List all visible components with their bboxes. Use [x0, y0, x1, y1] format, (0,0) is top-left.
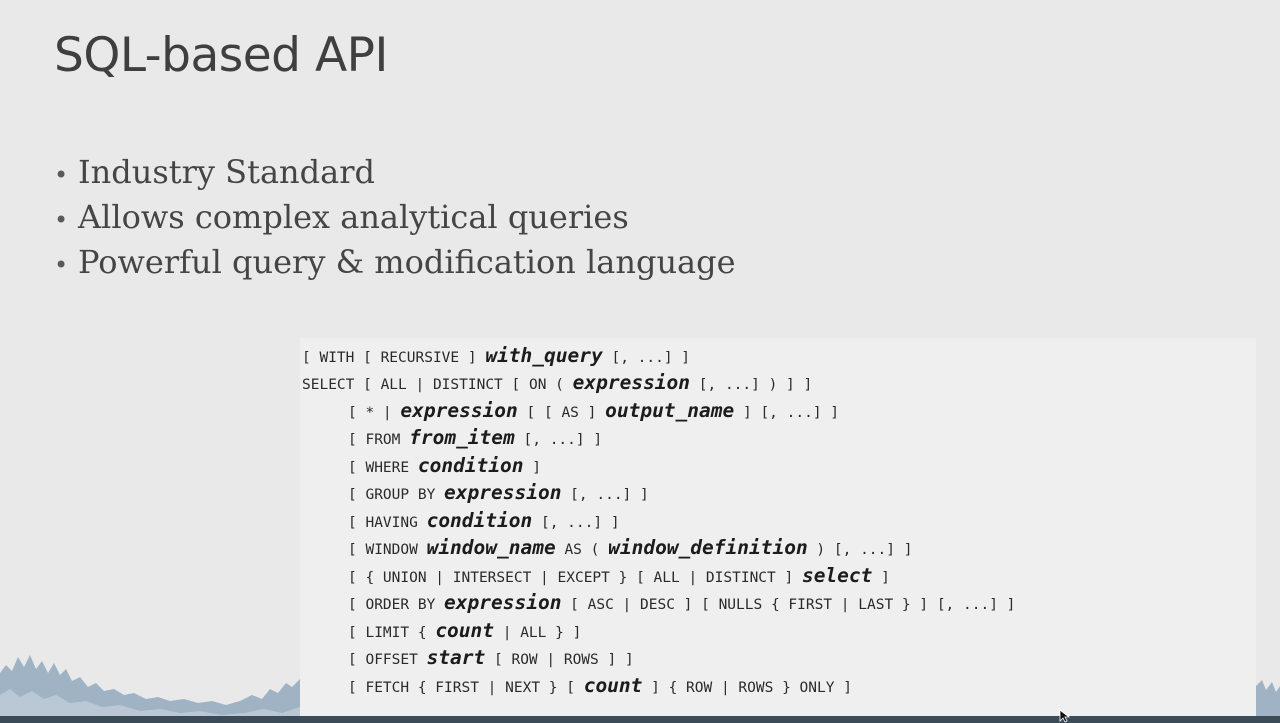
- bullet-item: • Allows complex analytical queries: [54, 195, 736, 240]
- code-placeholder: expression: [572, 371, 691, 394]
- code-keyword: [ WITH [ RECURSIVE ]: [302, 350, 486, 366]
- code-placeholder: output_name: [605, 399, 735, 422]
- code-keyword: [, ...] ]: [514, 432, 603, 448]
- code-line: [ OFFSET start [ ROW | ROWS ] ]: [348, 644, 634, 671]
- code-line: [ WHERE condition ]: [348, 452, 541, 479]
- wave-graphic-right-icon: [1256, 680, 1280, 716]
- sql-syntax-panel: [ WITH [ RECURSIVE ] with_query [, ...] …: [300, 338, 1256, 718]
- code-keyword: [ ROW | ROWS ] ]: [485, 652, 634, 668]
- bullet-item: • Powerful query & modification language: [54, 240, 736, 285]
- code-keyword: [, ...] ) ] ]: [690, 377, 813, 393]
- code-keyword: [ WINDOW: [348, 542, 427, 558]
- code-placeholder: condition: [417, 454, 524, 477]
- code-placeholder: from_item: [409, 426, 515, 449]
- code-line: [ LIMIT { count | ALL } ]: [348, 617, 581, 644]
- bullet-dot-icon: •: [54, 251, 69, 279]
- code-placeholder: start: [426, 646, 486, 669]
- code-keyword: ]: [872, 570, 890, 586]
- code-keyword: [, ...] ]: [561, 487, 649, 503]
- code-keyword: [ FETCH { FIRST | NEXT } [: [348, 680, 584, 696]
- bullet-list: • Industry Standard • Allows complex analy…: [54, 150, 736, 285]
- code-keyword: [ FROM: [348, 432, 410, 448]
- bottom-bar: [0, 716, 1280, 723]
- code-keyword: [ [ AS ]: [517, 405, 606, 421]
- wave-graphic-icon: [0, 655, 300, 723]
- code-line: SELECT [ ALL | DISTINCT [ ON ( expressio…: [302, 369, 812, 396]
- code-keyword: [ * |: [348, 405, 401, 421]
- code-keyword: | ALL } ]: [494, 625, 582, 641]
- code-keyword: [ HAVING: [348, 515, 427, 531]
- code-keyword: ]: [523, 460, 541, 476]
- code-keyword: [ ASC | DESC ] [ NULLS { FIRST | LAST } …: [561, 597, 1016, 613]
- code-keyword: ) [, ...] ]: [807, 542, 913, 558]
- code-placeholder: expression: [444, 481, 562, 504]
- code-keyword: [ { UNION | INTERSECT | EXCEPT } [ ALL |…: [348, 570, 802, 586]
- code-placeholder: condition: [426, 509, 533, 532]
- code-line: [ WITH [ RECURSIVE ] with_query [, ...] …: [302, 342, 690, 369]
- code-line: [ HAVING condition [, ...] ]: [348, 507, 620, 534]
- code-placeholder: count: [435, 619, 495, 642]
- code-line: [ ORDER BY expression [ ASC | DESC ] [ N…: [348, 589, 1015, 616]
- bullet-dot-icon: •: [54, 206, 69, 234]
- code-keyword: [, ...] ]: [532, 515, 620, 531]
- code-line: [ WINDOW window_name AS ( window_definit…: [348, 534, 912, 561]
- code-keyword: [ GROUP BY: [348, 487, 445, 503]
- mouse-pointer-icon: [1059, 709, 1071, 723]
- code-placeholder: window_name: [426, 536, 556, 559]
- code-placeholder: count: [583, 674, 643, 697]
- code-line: [ * | expression [ [ AS ] output_name ] …: [348, 397, 839, 424]
- code-keyword: AS (: [555, 542, 609, 558]
- bullet-item: • Industry Standard: [54, 150, 736, 195]
- code-keyword: [, ...] ]: [602, 350, 691, 366]
- code-keyword: SELECT [ ALL | DISTINCT [ ON (: [302, 377, 573, 393]
- code-line: [ FETCH { FIRST | NEXT } [ count ] { ROW…: [348, 672, 852, 699]
- code-line: [ { UNION | INTERSECT | EXCEPT } [ ALL |…: [348, 562, 890, 589]
- bullet-text: Industry Standard: [78, 153, 375, 191]
- code-line: [ FROM from_item [, ...] ]: [348, 424, 602, 451]
- code-keyword: [ WHERE: [348, 460, 418, 476]
- code-keyword: ] [, ...] ]: [734, 405, 840, 421]
- code-keyword: [ ORDER BY: [348, 597, 445, 613]
- bullet-text: Allows complex analytical queries: [78, 198, 629, 236]
- code-keyword: [ OFFSET: [348, 652, 427, 668]
- bullet-text: Powerful query & modification language: [78, 243, 736, 281]
- code-keyword: ] { ROW | ROWS } ONLY ]: [642, 680, 852, 696]
- code-keyword: [ LIMIT {: [348, 625, 436, 641]
- bullet-dot-icon: •: [54, 161, 69, 189]
- code-placeholder: expression: [400, 399, 518, 422]
- code-placeholder: expression: [444, 591, 562, 614]
- code-placeholder: window_definition: [608, 536, 808, 559]
- code-placeholder: with_query: [485, 344, 603, 367]
- code-placeholder: select: [801, 564, 873, 587]
- slide-title: SQL-based API: [54, 28, 388, 83]
- code-line: [ GROUP BY expression [, ...] ]: [348, 479, 649, 506]
